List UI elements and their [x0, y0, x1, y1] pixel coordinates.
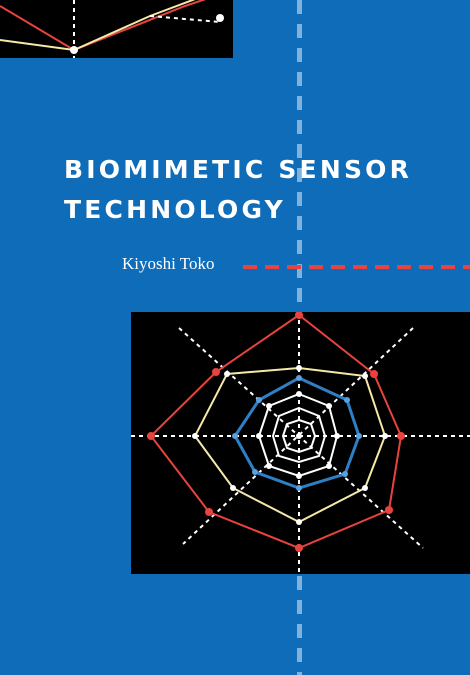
red-polygon	[149, 313, 403, 550]
author-name: Kiyoshi Toko	[122, 254, 215, 273]
red-dashed-rule	[243, 265, 470, 269]
top-radar-inset	[0, 0, 233, 58]
radar-chart-graphic	[131, 312, 470, 574]
title-line-2: TECHNOLOGY	[64, 195, 286, 224]
book-title: BIOMIMETIC SENSOR TECHNOLOGY	[64, 150, 412, 230]
title-line-1: BIOMIMETIC SENSOR	[64, 155, 413, 184]
radar-illustration	[131, 312, 470, 574]
axis-diagonal-1	[178, 327, 424, 549]
